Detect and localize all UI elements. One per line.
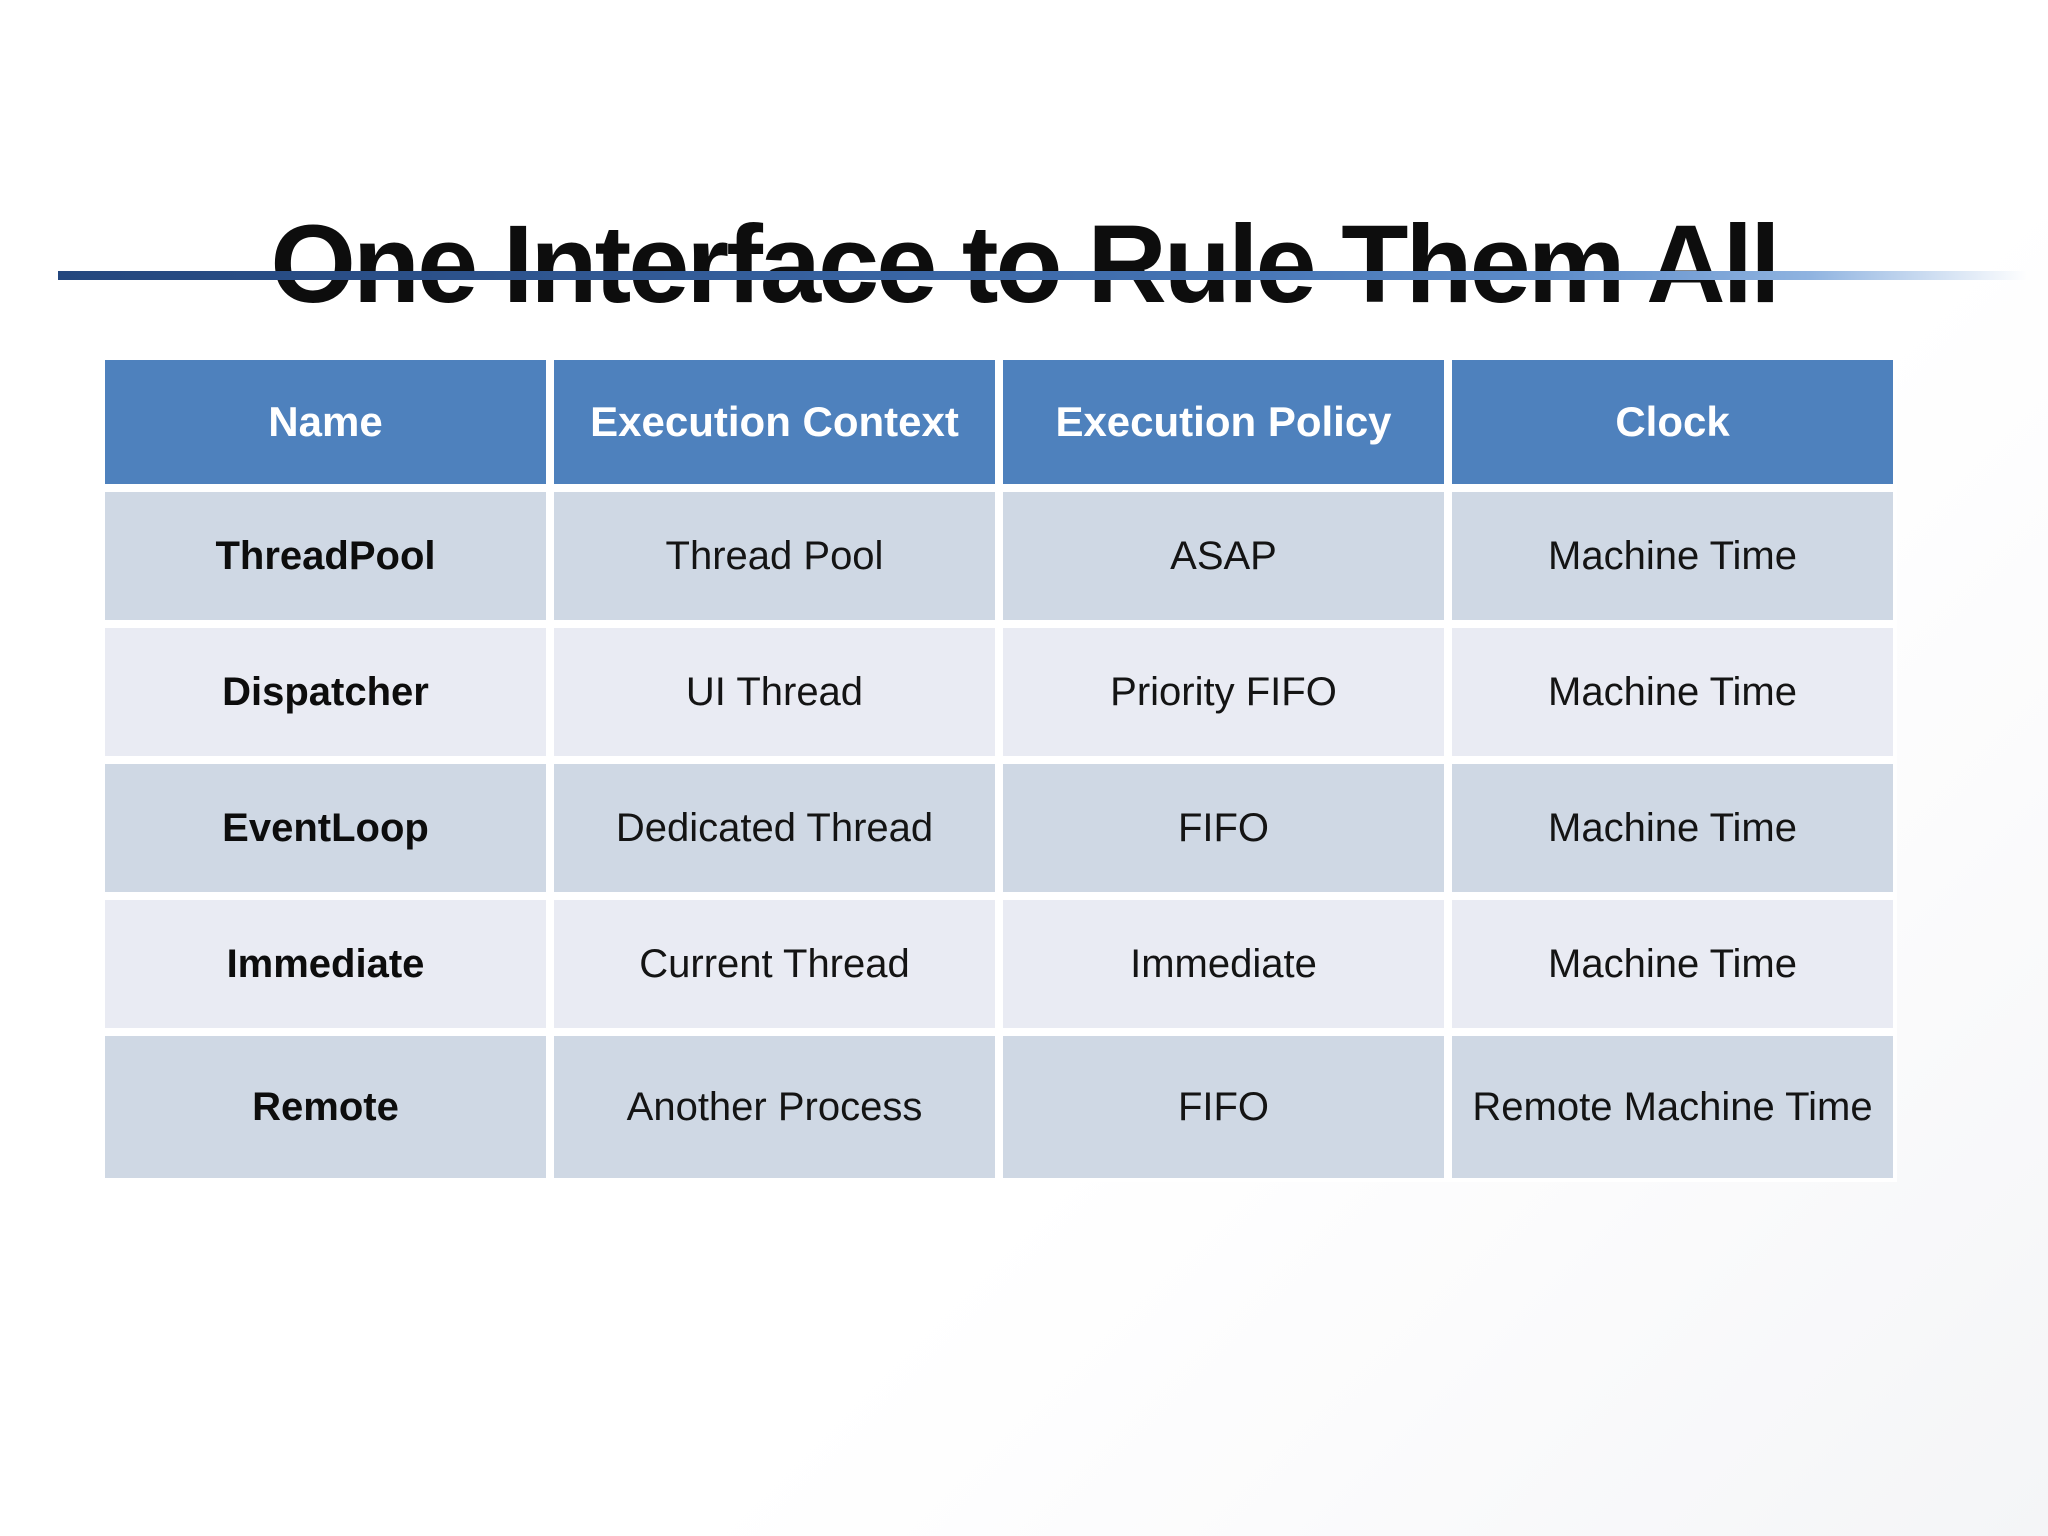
cell-execution-context: Dedicated Thread xyxy=(550,760,999,896)
cell-execution-policy: FIFO xyxy=(999,1032,1448,1182)
executor-table-body: ThreadPool Thread Pool ASAP Machine Time… xyxy=(101,488,1897,1182)
executor-table-container: Name Execution Context Execution Policy … xyxy=(101,356,1897,1182)
cell-execution-context: UI Thread xyxy=(550,624,999,760)
cell-name: Dispatcher xyxy=(101,624,550,760)
table-header-row: Name Execution Context Execution Policy … xyxy=(101,356,1897,488)
cell-execution-policy: FIFO xyxy=(999,760,1448,896)
column-header-name: Name xyxy=(101,356,550,488)
cell-clock: Remote Machine Time xyxy=(1448,1032,1897,1182)
table-row-dispatcher: Dispatcher UI Thread Priority FIFO Machi… xyxy=(101,624,1897,760)
cell-execution-context: Another Process xyxy=(550,1032,999,1182)
cell-clock: Machine Time xyxy=(1448,760,1897,896)
table-row-threadpool: ThreadPool Thread Pool ASAP Machine Time xyxy=(101,488,1897,624)
cell-clock: Machine Time xyxy=(1448,896,1897,1032)
cell-clock: Machine Time xyxy=(1448,488,1897,624)
cell-execution-context: Thread Pool xyxy=(550,488,999,624)
cell-execution-policy: ASAP xyxy=(999,488,1448,624)
cell-clock: Machine Time xyxy=(1448,624,1897,760)
title-divider-line xyxy=(58,271,2048,280)
column-header-clock: Clock xyxy=(1448,356,1897,488)
cell-name: EventLoop xyxy=(101,760,550,896)
cell-name: ThreadPool xyxy=(101,488,550,624)
table-row-immediate: Immediate Current Thread Immediate Machi… xyxy=(101,896,1897,1032)
executor-table: Name Execution Context Execution Policy … xyxy=(101,356,1897,1182)
table-row-remote: Remote Another Process FIFO Remote Machi… xyxy=(101,1032,1897,1182)
executor-table-head: Name Execution Context Execution Policy … xyxy=(101,356,1897,488)
cell-execution-context: Current Thread xyxy=(550,896,999,1032)
column-header-execution-policy: Execution Policy xyxy=(999,356,1448,488)
column-header-execution-context: Execution Context xyxy=(550,356,999,488)
slide-title: One Interface to Rule Them All xyxy=(270,202,1780,326)
cell-execution-policy: Priority FIFO xyxy=(999,624,1448,760)
cell-name: Immediate xyxy=(101,896,550,1032)
table-row-eventloop: EventLoop Dedicated Thread FIFO Machine … xyxy=(101,760,1897,896)
cell-name: Remote xyxy=(101,1032,550,1182)
cell-execution-policy: Immediate xyxy=(999,896,1448,1032)
